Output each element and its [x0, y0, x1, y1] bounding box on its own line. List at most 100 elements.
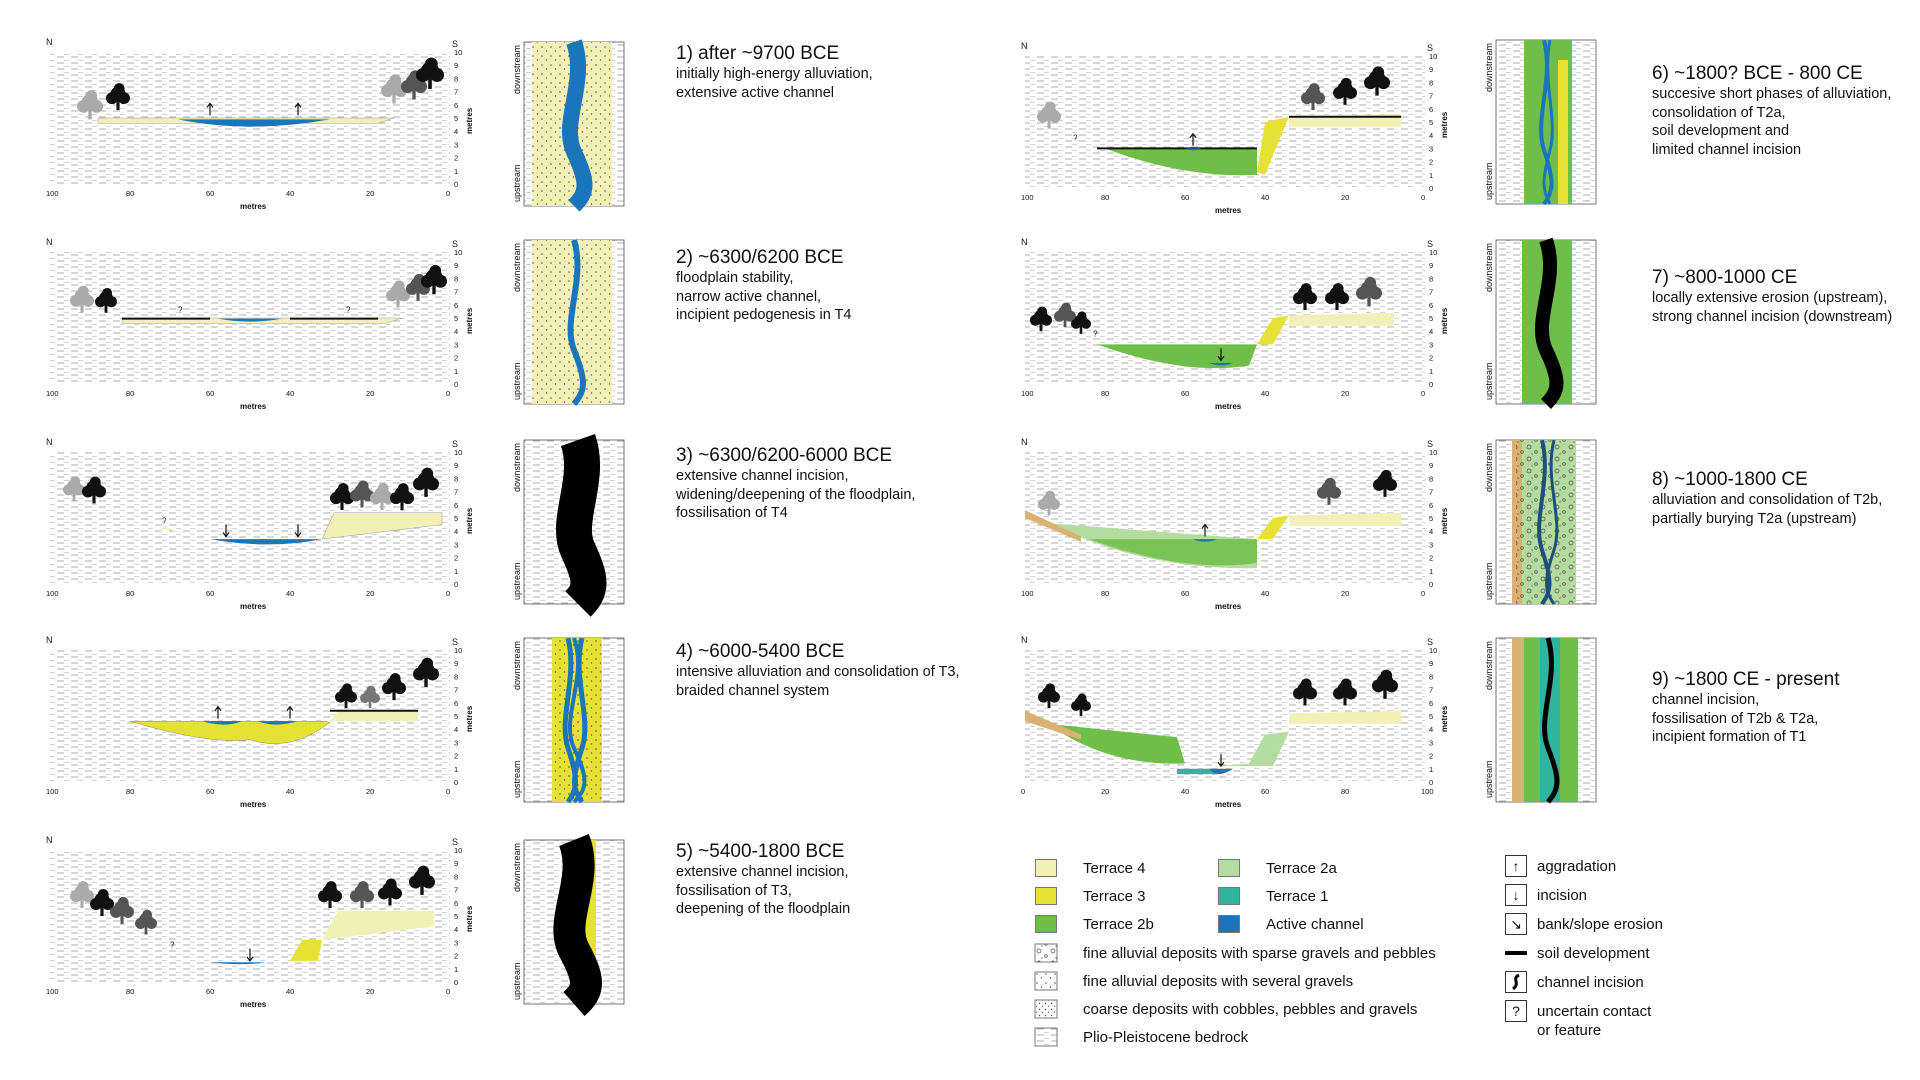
stage-description-line: narrow active channel, [676, 288, 822, 305]
y-tick-label: 3 [1429, 144, 1433, 153]
legend-terrace-item: Terrace 2a [1218, 857, 1337, 879]
y-tick-label: 10 [1429, 448, 1437, 457]
terrace3-band [1558, 60, 1568, 204]
x-axis-label: metres [240, 402, 267, 411]
north-label: N [1021, 237, 1028, 247]
active-channel [178, 119, 330, 127]
y-tick-label: 2 [1429, 554, 1433, 563]
x-tick-label: 60 [1261, 787, 1269, 796]
y-tick-label: 2 [454, 154, 458, 163]
incision-arrow-icon [1217, 754, 1225, 768]
y-tick-label: 7 [1429, 288, 1433, 297]
y-tick-label: 6 [1429, 699, 1433, 708]
stage-description-line: incipient formation of T1 [1652, 729, 1807, 745]
y-tick-label: 4 [454, 725, 458, 734]
x-tick-label: 0 [1421, 193, 1425, 202]
legend-label: uncertain contact [1537, 1002, 1652, 1020]
stage-title: 4) ~6000-5400 BCE [676, 641, 845, 662]
x-tick-label: 40 [1261, 589, 1269, 598]
x-tick-label: 20 [366, 787, 374, 796]
tree-icon [135, 909, 157, 935]
x-axis-label: metres [240, 602, 267, 611]
upstream-label: upstream [1484, 162, 1494, 200]
tree-icon [350, 480, 374, 508]
active-channel [218, 318, 282, 322]
uncertain-mark: ? [1073, 133, 1078, 142]
y-axis-label: metres [465, 905, 474, 932]
tree-icon [350, 881, 374, 909]
south-label: S [1427, 637, 1433, 647]
y-tick-label: 7 [454, 488, 458, 497]
legend-terrace-item: Terrace 1 [1218, 885, 1329, 907]
terrace1-body [1177, 768, 1217, 775]
y-axis-label: metres [465, 507, 474, 534]
y-axis-label: metres [465, 705, 474, 732]
y-tick-label: 5 [1429, 712, 1433, 721]
uncertain-mark: ? [178, 306, 183, 315]
x-tick-label: 60 [206, 987, 214, 996]
north-label: N [1021, 635, 1028, 645]
legend-label: coarse deposits with cobbles, pebbles an… [1083, 1000, 1418, 1018]
terrace2a-body [1105, 148, 1257, 176]
tree-icon [70, 285, 94, 313]
y-tick-label: 10 [454, 448, 462, 457]
downstream-label: downstream [512, 641, 522, 690]
legend-symbol-item: ?uncertain contact [1505, 1000, 1651, 1022]
legend-deposit-swatch [1034, 943, 1058, 963]
y-axis-label: metres [1440, 507, 1449, 534]
y-tick-label: 0 [1429, 380, 1433, 389]
aggradation-arrow-icon [1189, 132, 1197, 146]
x-axis-label: metres [1215, 602, 1242, 611]
downstream-label: downstream [512, 243, 522, 292]
terrace4-body [330, 710, 418, 722]
y-tick-label: 6 [1429, 501, 1433, 510]
y-tick-label: 7 [454, 886, 458, 895]
active-channel [1209, 362, 1233, 366]
aggradation-arrow-icon [1201, 523, 1209, 537]
terrace4-body [1289, 710, 1401, 724]
terrace2a-body [1097, 344, 1257, 369]
active-channel [1185, 148, 1201, 151]
y-axis-label: metres [1440, 111, 1449, 138]
tree-icon [1038, 683, 1060, 709]
y-tick-label: 1 [454, 765, 458, 774]
legend-terrace-item: Terrace 3 [1035, 885, 1146, 907]
y-tick-label: 8 [454, 74, 458, 83]
upstream-label: upstream [512, 760, 522, 798]
tree-icon [1373, 469, 1397, 497]
downstream-label: downstream [1484, 443, 1494, 492]
north-label: N [46, 635, 53, 645]
y-tick-label: 5 [454, 114, 458, 123]
active-channel [1537, 439, 1552, 606]
stage-description: extensive channel incision,fossilisation… [676, 863, 1096, 919]
y-axis-label: metres [1440, 307, 1449, 334]
x-axis-label: metres [240, 800, 267, 809]
x-tick-label: 40 [286, 189, 294, 198]
tree-icon [1071, 311, 1091, 334]
tree-icon [1037, 101, 1061, 129]
y-axis-label: metres [465, 107, 474, 134]
tree-icon [63, 476, 85, 501]
y-tick-label: 7 [1429, 92, 1433, 101]
legend-symbol-icon [1505, 971, 1527, 993]
x-tick-label: 80 [126, 189, 134, 198]
y-tick-label: 4 [454, 527, 458, 536]
stage-description-line: braided channel system [676, 682, 830, 699]
terrace3-remnant [1257, 515, 1289, 540]
stage-description-line: strong channel incision (downstream) [1652, 308, 1893, 325]
downstream-label: downstream [512, 45, 522, 94]
slope-deposit [1025, 710, 1081, 740]
x-tick-label: 80 [1341, 787, 1349, 796]
legend-label: or feature [1537, 1021, 1602, 1039]
legend-symbol-icon: ↓ [1505, 884, 1527, 906]
stage-description-line: widening/deepening of the floodplain, [676, 486, 916, 503]
y-tick-label: 0 [1429, 184, 1433, 193]
tree-icon [1030, 306, 1052, 332]
south-label: S [1427, 43, 1433, 53]
